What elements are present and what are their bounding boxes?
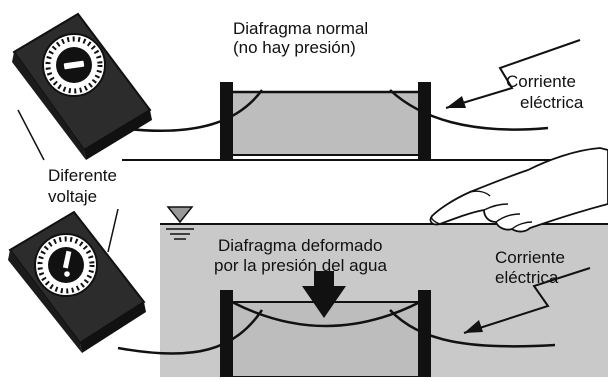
- bottom-title-line2: por la presión del agua: [214, 256, 387, 275]
- voltage-label-line2: voltaje: [48, 187, 98, 206]
- bottom-current-line2: eléctrica: [495, 268, 559, 287]
- bottom-current-line1: Corriente: [495, 248, 565, 267]
- top-current-line2: eléctrica: [520, 93, 584, 112]
- lightning-top-icon: [445, 39, 581, 109]
- lightning-bottom-icon: [463, 267, 591, 334]
- top-wire-right: [389, 89, 549, 131]
- pointing-hand-icon: [429, 147, 608, 233]
- gauge-normal-icon: [42, 33, 106, 97]
- bottom-wire-left: [117, 309, 264, 355]
- top-sensor-housing: [220, 82, 431, 160]
- bottom-wire-right: [389, 309, 556, 348]
- voltage-pointer-top: [17, 109, 45, 161]
- top-title-line1: Diafragma normal: [233, 19, 369, 38]
- voltage-label-line1: Diferente: [48, 166, 117, 185]
- top-current-line1: Corriente: [506, 72, 576, 91]
- voltage-pointer-bottom: [107, 208, 119, 253]
- top-wire-left: [119, 89, 264, 132]
- bottom-diaphragm: [231, 300, 421, 328]
- bottom-title-line1: Diafragma deformado: [218, 236, 383, 255]
- pressure-arrow-icon: [302, 271, 346, 318]
- gauge-alert-icon: [34, 233, 98, 297]
- water-level-icon: [166, 206, 194, 240]
- top-title-line2: (no hay presión): [233, 38, 356, 57]
